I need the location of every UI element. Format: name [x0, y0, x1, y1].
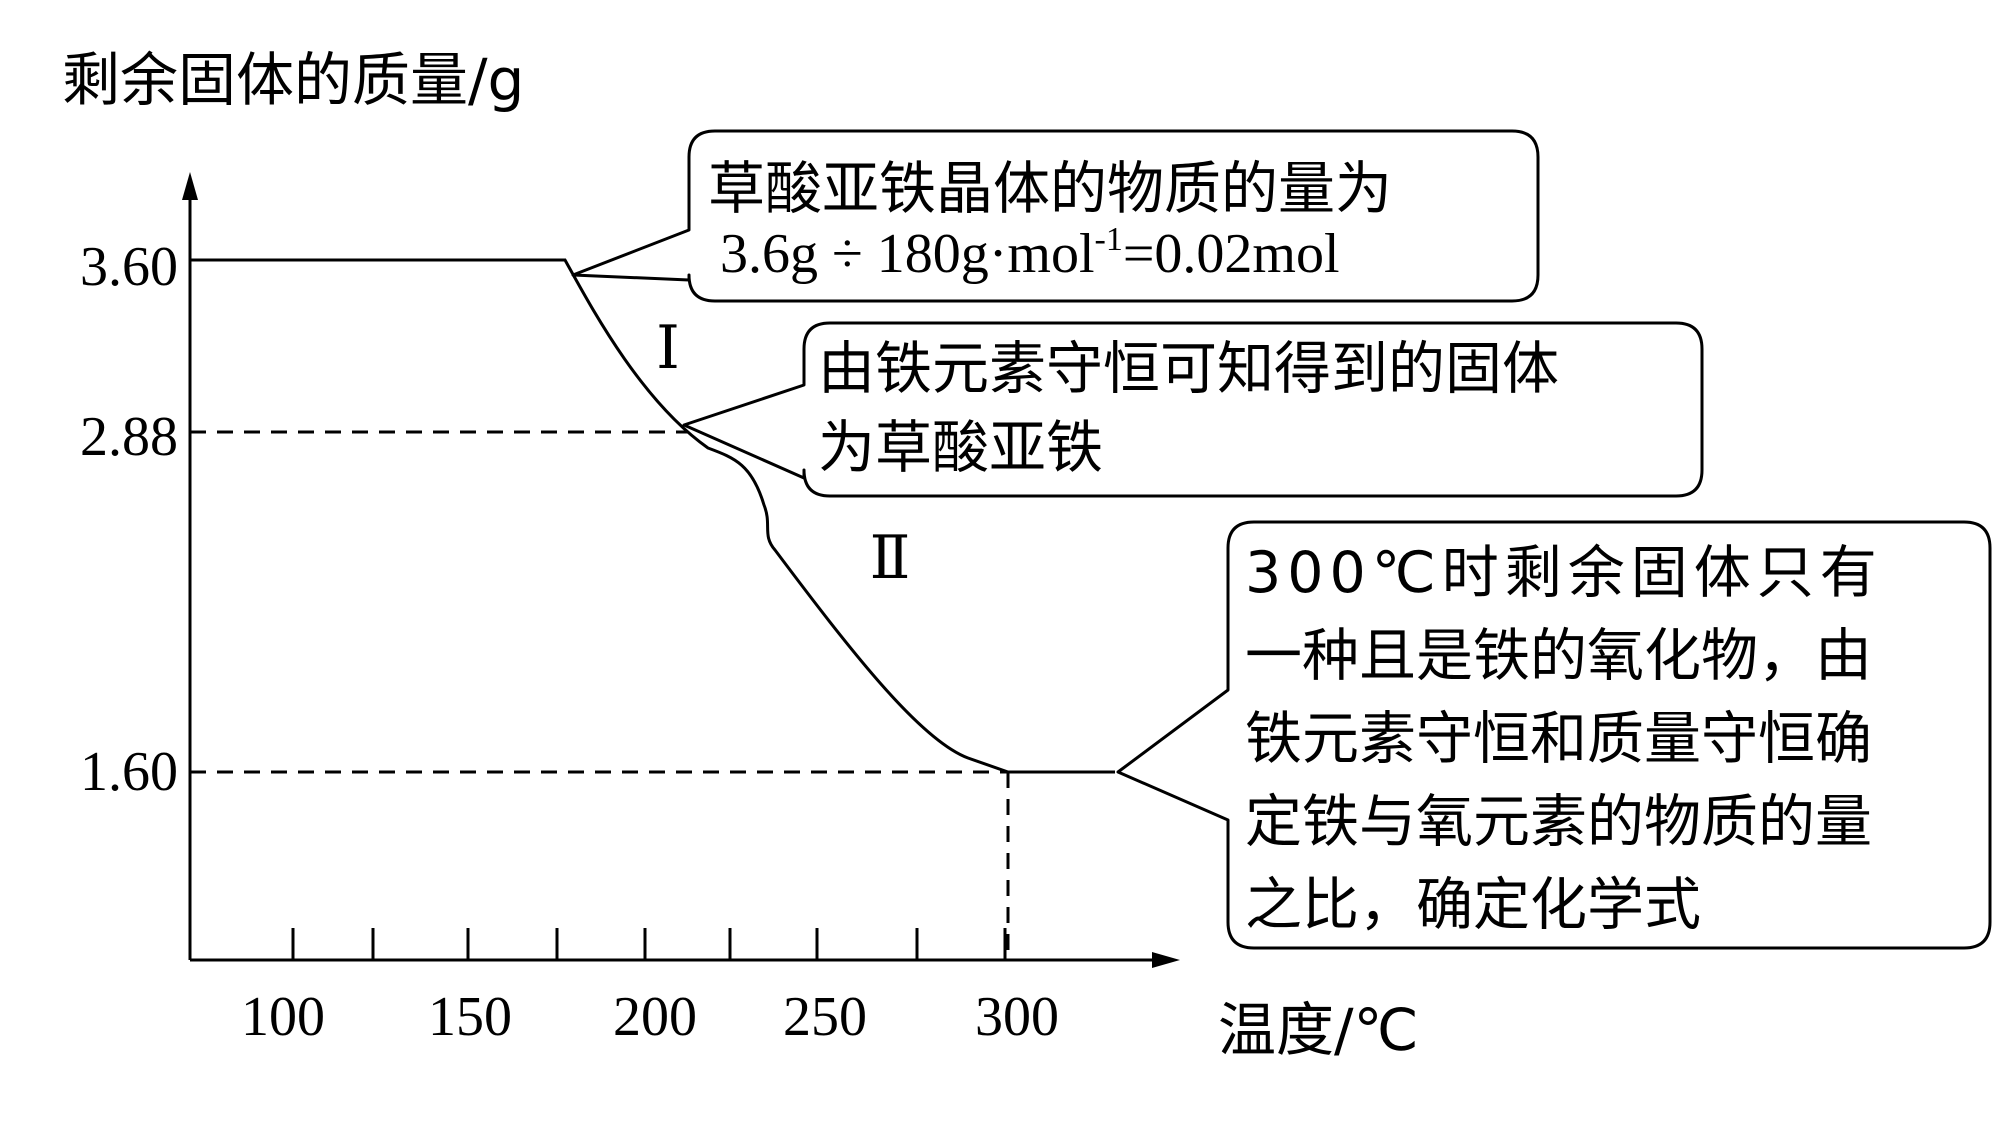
- callout-1-line1: 草酸亚铁晶体的物质的量为: [708, 156, 1392, 222]
- x-tick-label-200: 200: [613, 986, 697, 1048]
- y-tick-label-3.60: 3.60: [80, 236, 178, 298]
- callout-3-line5: 之比，确定化学式: [1245, 872, 1701, 938]
- callout-3-line1: 300℃时剩余固体只有: [1245, 540, 1883, 606]
- x-axis-arrow: [1152, 952, 1180, 968]
- y-tick-label-2.88: 2.88: [80, 406, 178, 468]
- mass-curve: [190, 258, 1115, 774]
- x-tick-marks: [291, 928, 1007, 960]
- callout-1-line2-main: 3.6g ÷ 180g·mol: [720, 223, 1095, 285]
- callout-3-line4: 定铁与氧元素的物质的量: [1245, 789, 1872, 855]
- callout-3-box: [1116, 520, 1992, 950]
- region-label-2: Ⅱ: [870, 525, 911, 591]
- y-tick-label-1.60: 1.60: [80, 741, 178, 803]
- callout-1-line2: 3.6g ÷ 180g·mol-1=0.02mol: [720, 221, 1340, 285]
- callout-2-line1: 由铁元素守恒可知得到的固体: [818, 336, 1559, 402]
- y-axis-arrow: [182, 172, 198, 200]
- x-tick-label-100: 100: [241, 986, 325, 1048]
- x-tick-label-300: 300: [975, 986, 1059, 1048]
- x-tick-label-150: 150: [428, 986, 512, 1048]
- callout-2-line2: 为草酸亚铁: [818, 415, 1103, 481]
- x-tick-label-250: 250: [783, 986, 867, 1048]
- callout-1-line2-end: =0.02mol: [1123, 223, 1340, 285]
- callout-2-box: [682, 321, 1704, 498]
- region-label-1: Ⅰ: [656, 315, 680, 381]
- callout-3-line3: 铁元素守恒和质量守恒确: [1245, 706, 1872, 772]
- reference-lines: [190, 430, 1010, 960]
- y-axis-title: 剩余固体的质量/g: [62, 46, 524, 114]
- callout-1-box: [571, 129, 1540, 303]
- callout-3-line2: 一种且是铁的氧化物，由: [1245, 623, 1872, 689]
- x-axis-title: 温度/℃: [1218, 996, 1419, 1064]
- callout-1-line2-sup: -1: [1095, 221, 1123, 258]
